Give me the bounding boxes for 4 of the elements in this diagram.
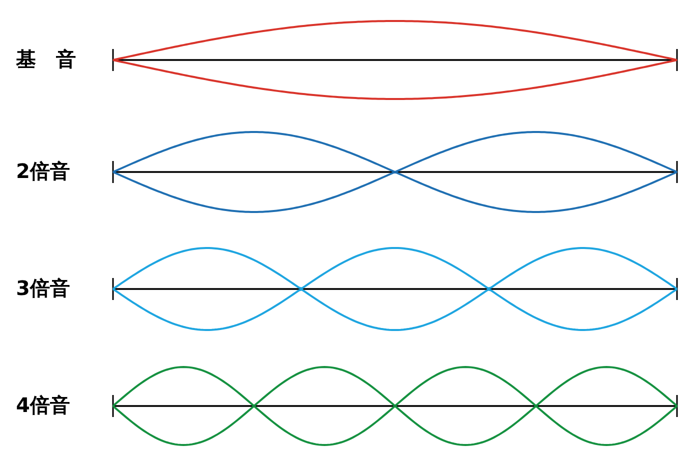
harmonic-label: 基 音 — [16, 49, 76, 69]
harmonic-label: 4倍音 — [16, 395, 70, 415]
harmonic-label: 2倍音 — [16, 161, 70, 181]
harmonic-label: 3倍音 — [16, 278, 70, 298]
